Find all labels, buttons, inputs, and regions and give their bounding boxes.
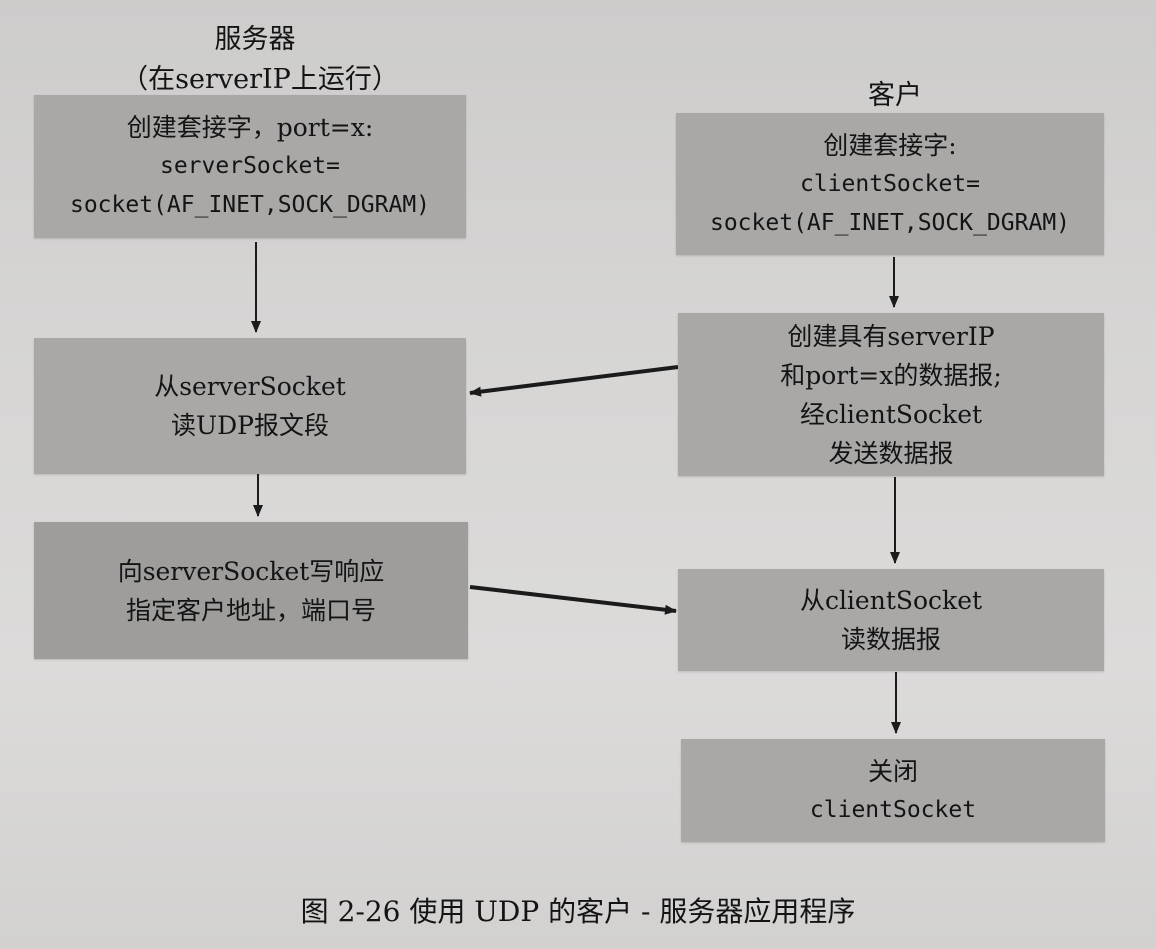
client-create-socket-line-2: clientSocket= bbox=[799, 170, 980, 197]
client-create-socket-box: 创建套接字: clientSocket= socket(AF_INET,SOCK… bbox=[676, 113, 1104, 255]
server-write-reply-line-1: 向serverSocket写响应 bbox=[117, 556, 385, 586]
server-read-segment-line-2: 读UDP报文段 bbox=[171, 411, 329, 440]
client-create-socket-line-3: socket(AF_INET,SOCK_DGRAM) bbox=[709, 209, 1071, 236]
figure-caption: 图 2-26 使用 UDP 的客户 - 服务器应用程序 bbox=[300, 895, 856, 928]
client-title: 客户 bbox=[868, 80, 922, 111]
client-create-socket-line-1: 创建套接字: bbox=[823, 130, 957, 160]
client-read-datagram-box: 从clientSocket 读数据报 bbox=[678, 569, 1104, 671]
server-create-socket-line-2: serverSocket= bbox=[159, 153, 340, 179]
client-send-datagram-line-2: 和port=x的数据报; bbox=[780, 360, 1002, 390]
arrow-server-write-to-client-read bbox=[469, 585, 677, 615]
server-create-socket-box: 创建套接字，port=x: serverSocket= socket(AF_IN… bbox=[34, 95, 466, 238]
arrow-client-send-to-server-read bbox=[469, 365, 679, 397]
client-read-datagram-line-2: 读数据报 bbox=[840, 625, 941, 654]
server-write-reply-box: 向serverSocket写响应 指定客户地址，端口号 bbox=[34, 522, 468, 659]
client-send-datagram-line-4: 发送数据报 bbox=[828, 438, 954, 468]
client-close-socket-line-1: 关闭 bbox=[867, 756, 918, 786]
client-read-datagram-line-1: 从clientSocket bbox=[799, 586, 983, 615]
server-subtitle: （在serverIP上运行） bbox=[121, 64, 399, 95]
client-send-datagram-line-1: 创建具有serverIP bbox=[787, 321, 995, 351]
server-write-reply-line-2: 指定客户地址，端口号 bbox=[125, 595, 376, 625]
server-create-socket-line-3: socket(AF_INET,SOCK_DGRAM) bbox=[69, 192, 431, 218]
client-close-socket-line-2: clientSocket bbox=[809, 796, 977, 823]
server-read-segment-line-1: 从serverSocket bbox=[154, 372, 346, 401]
client-close-socket-box: 关闭 clientSocket bbox=[681, 739, 1105, 842]
server-create-socket-line-1: 创建套接字，port=x: bbox=[126, 113, 374, 142]
client-send-datagram-line-3: 经clientSocket bbox=[799, 399, 983, 429]
server-read-segment-box: 从serverSocket 读UDP报文段 bbox=[34, 338, 466, 474]
client-send-datagram-box: 创建具有serverIP 和port=x的数据报; 经clientSocket … bbox=[678, 313, 1104, 476]
server-title: 服务器 bbox=[214, 24, 296, 55]
